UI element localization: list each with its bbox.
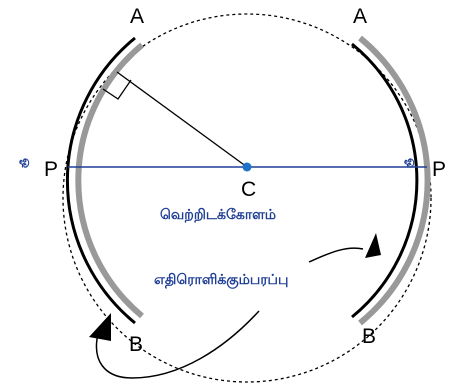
label-c-center: C [241,178,256,201]
left-mirror-outer-arc [65,36,136,325]
right-mirror-gray-arc [358,35,431,326]
left-mirror-gray-arc [75,42,144,319]
right-angle-marker [102,79,132,100]
label-a-right: A [353,5,367,28]
label-a-left: A [130,5,144,28]
right-mirror-black-arc [351,42,419,319]
pole-label-left: ஓ [19,158,34,168]
sphere-outline-dashed [62,13,432,383]
arrow-head-left [89,313,111,341]
reflecting-surface-label: எதிரொளிக்கும்பரப்பு [154,272,288,289]
label-p-left: P [44,158,58,181]
pole-label-right: ஓ [404,158,419,168]
arrow-head-right [365,233,381,258]
label-p-right: P [432,158,446,181]
empty-sphere-label: வெற்றிடக்கோளம் [160,207,276,223]
center-point [242,162,252,172]
normal-radius [116,71,248,168]
label-b-right: B [362,325,376,348]
label-b-left: B [129,333,143,356]
arrow-to-right-mirror [308,247,364,263]
arrow-to-left-mirror [95,310,260,379]
